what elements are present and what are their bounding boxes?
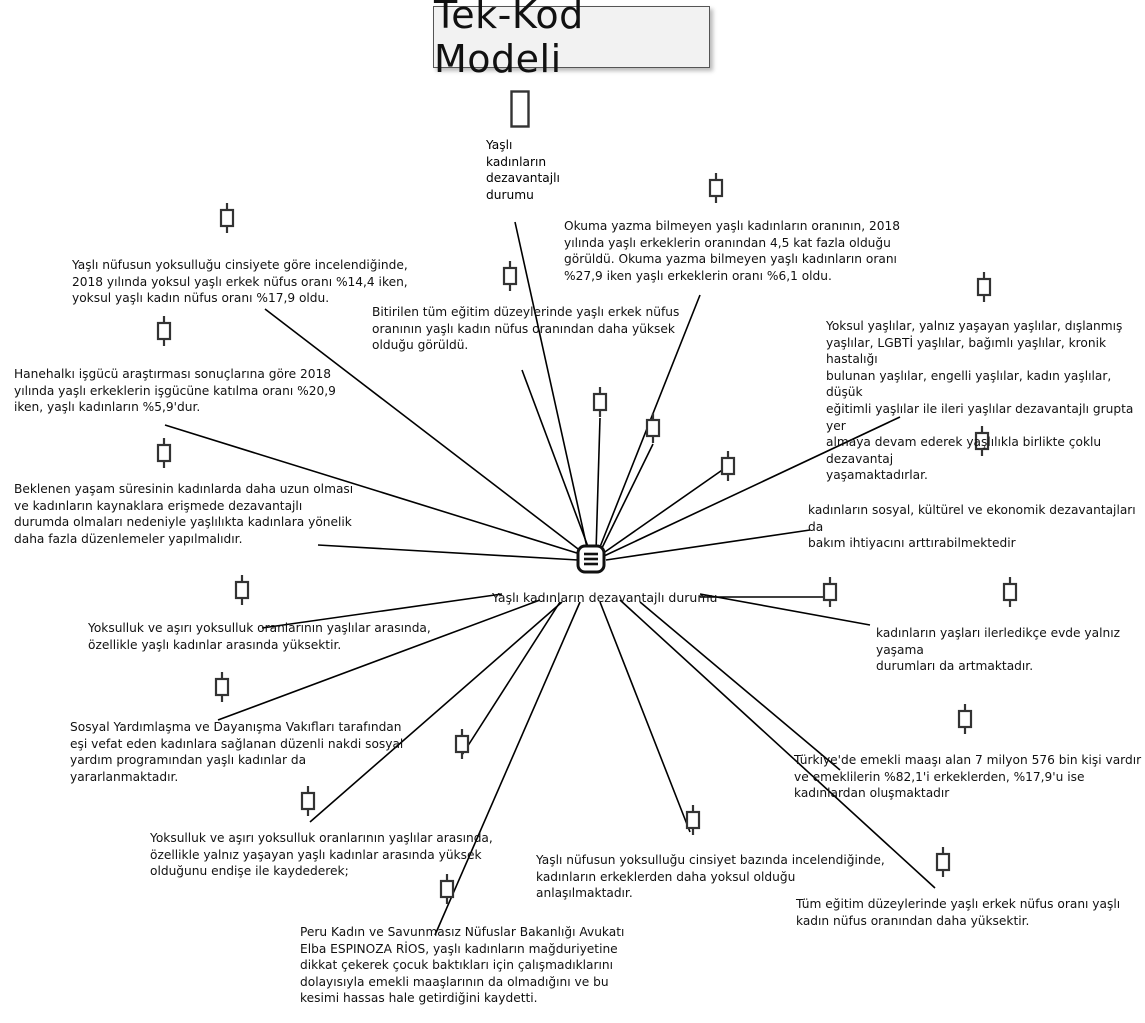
connector-yoksul-cinsiyet [599, 601, 691, 833]
code-node-icon [454, 729, 470, 759]
code-emekli-maasi: Türkiye'de emekli maaşı alan 7 milyon 57… [794, 753, 1142, 801]
code-node-icon [974, 426, 990, 456]
connector-sosyal-kulturel [605, 529, 811, 561]
code-asiri-yoksulluk-1: Yoksulluk ve aşırı yoksulluk oranlarının… [88, 621, 431, 652]
connector-dezavantajli-gruplar [603, 416, 901, 557]
connector-top [514, 221, 589, 553]
code-node-icon [935, 847, 951, 877]
connector-asiri-yoksulluk-2 [309, 601, 563, 823]
code-node-icon [822, 577, 838, 607]
code-yasam-suresi: Beklenen yaşam süresinin kadınlarda daha… [14, 482, 354, 546]
code-yoksulluk-2018: Yaşlı nüfusun yoksulluğu cinsiyete göre … [72, 258, 408, 306]
connector-code-653 [599, 443, 654, 553]
code-yalniz-yasama: kadınların yaşları ilerledikçe evde yaln… [876, 626, 1120, 674]
code-node-icon [976, 272, 992, 302]
connector-isgucu [164, 424, 581, 555]
code-node-icon [957, 704, 973, 734]
code-bitirilen-egitim: Bitirilen tüm eğitim düzeylerinde yaşlı … [372, 305, 680, 353]
code-node-icon [156, 316, 172, 346]
code-tum-egitim: Tüm eğitim düzeylerinde yaşlı erkek nüfu… [796, 897, 1121, 928]
connector-asiri-yoksulluk-1 [261, 593, 503, 629]
connector-sydv [217, 599, 541, 721]
code-okuma-yazma: Okuma yazma bilmeyen yaşlı kadınların or… [564, 219, 901, 283]
list-icon [576, 544, 606, 574]
code-node-icon [1002, 577, 1018, 607]
connector-bitirilen-egitim [521, 369, 591, 553]
code-node-icon [439, 874, 455, 904]
diagram-title-box: Tek-Kod Modeli [433, 0, 710, 81]
connector-emekli-maasi [639, 601, 841, 771]
code-node-icon [214, 672, 230, 702]
central-topic: Yaşlı kadınların dezavantajlı durumu [492, 590, 718, 605]
code-asiri-yoksulluk-2: Yoksulluk ve aşırı yoksulluk oranlarının… [150, 831, 493, 879]
code-sosyal-kulturel: kadınların sosyal, kültürel ve ekonomik … [808, 503, 1136, 551]
code-node-icon [720, 451, 736, 481]
code-yoksul-cinsiyet: Yaşlı nüfusun yoksulluğu cinsiyet bazınd… [536, 853, 885, 901]
code-isgucu: Hanehalkı işgücü araştırması sonuçlarına… [14, 367, 336, 415]
connector-code-600 [595, 417, 601, 553]
connector-yalniz-yasama [699, 593, 871, 626]
code-node-icon [592, 387, 608, 417]
connector-code-728 [601, 465, 729, 555]
code-node-icon [685, 805, 701, 835]
code-peru: Peru Kadın ve Savunmasız Nüfuslar Bakanl… [300, 925, 625, 1006]
document-icon [510, 90, 530, 128]
code-node-icon [502, 261, 518, 291]
code-node-icon [645, 413, 661, 443]
code-sydv: Sosyal Yardımlaşma ve Dayanışma Vakıflar… [70, 720, 404, 784]
code-node-icon [300, 786, 316, 816]
diagram-title: Tek-Kod Modeli [434, 0, 584, 81]
connector-code-462 [461, 601, 561, 756]
code-node-icon [708, 173, 724, 203]
top-document-label: Yaşlı kadınların dezavantajlı durumu [486, 138, 560, 202]
connector-tum-egitim [619, 599, 936, 889]
code-dezavantajli-gruplar: Yoksul yaşlılar, yalnız yaşayan yaşlılar… [826, 319, 1134, 483]
code-node-icon [234, 575, 250, 605]
connector-yasam-suresi [317, 544, 579, 561]
connector-yoksulluk-2018 [264, 308, 583, 553]
code-node-icon [156, 438, 172, 468]
connector-peru [434, 601, 581, 936]
code-node-icon [219, 203, 235, 233]
